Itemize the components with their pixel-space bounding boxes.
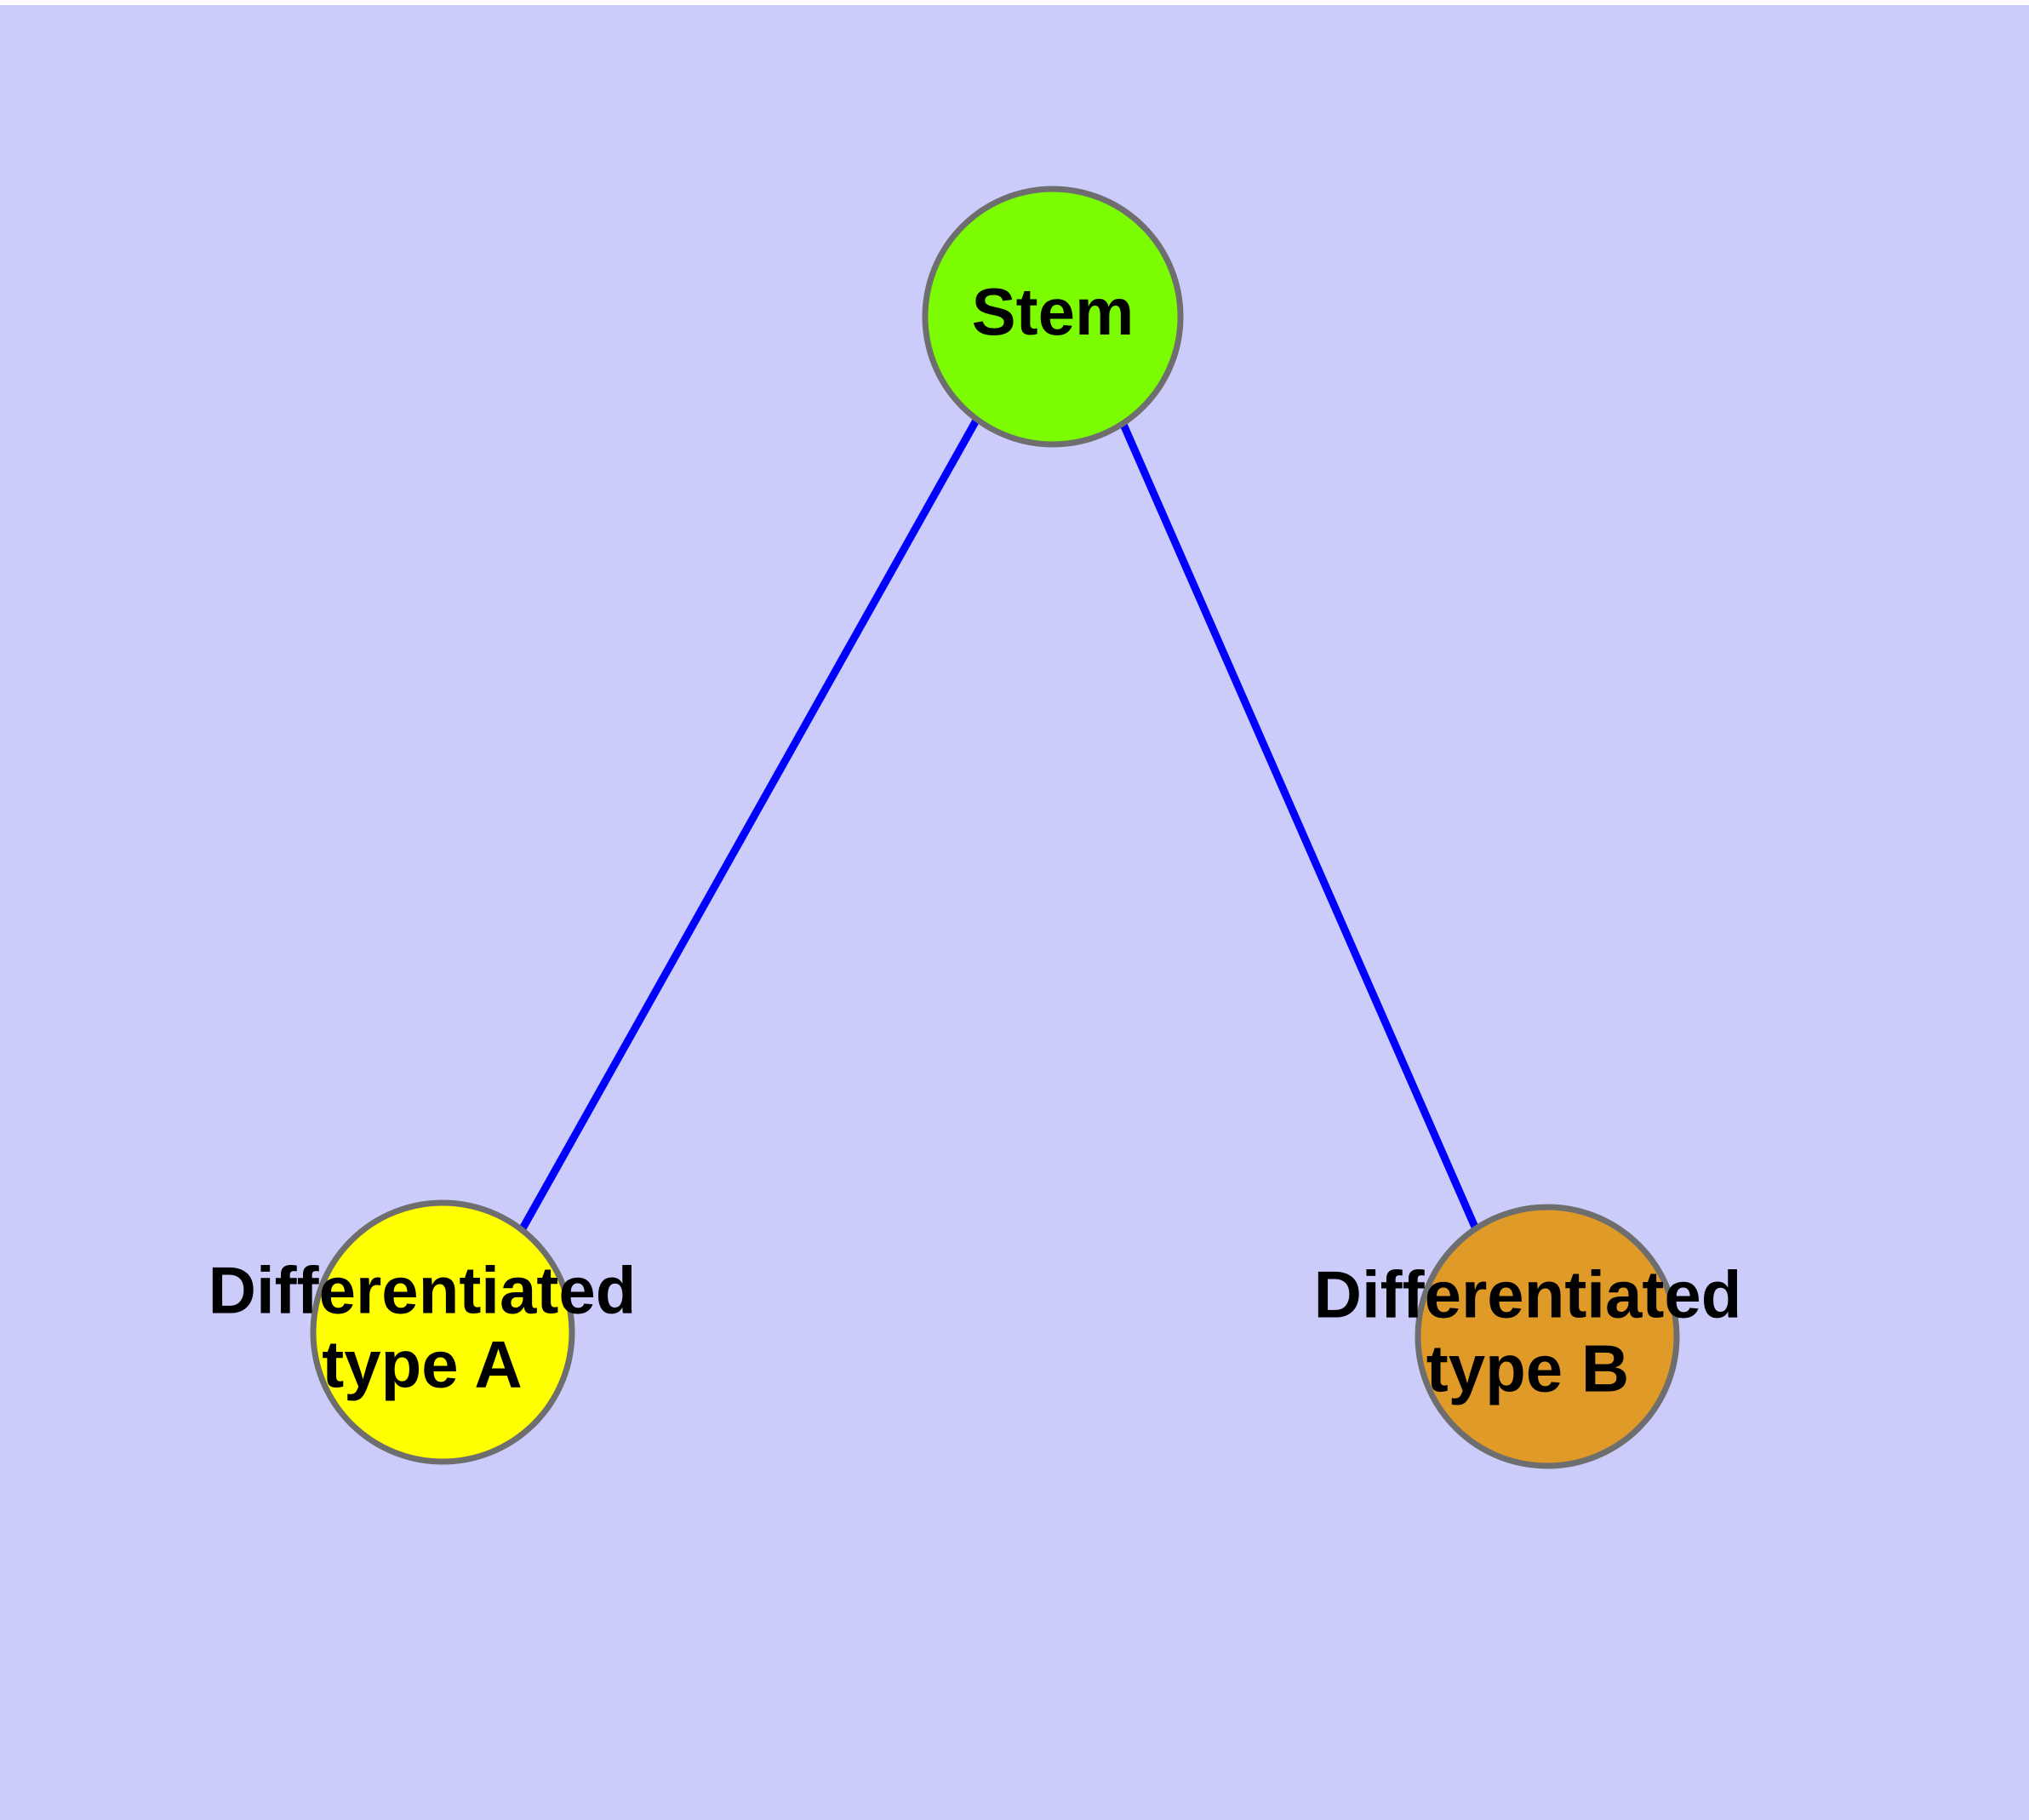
nodes-layer xyxy=(310,186,1680,1469)
label-line: Differentiated xyxy=(209,1252,637,1327)
edges-layer xyxy=(518,416,1481,1233)
graph-edge-stem-to-b xyxy=(1117,419,1481,1233)
label-line: Stem xyxy=(972,274,1135,349)
label-line: type B xyxy=(1426,1331,1629,1405)
graph-node-label-stem: Stem xyxy=(972,274,1135,349)
graph-node-diff-b[interactable] xyxy=(1415,1204,1680,1469)
label-line: Differentiated xyxy=(1314,1256,1742,1331)
graph-node-diff-a[interactable] xyxy=(310,1199,575,1465)
label-line: type A xyxy=(322,1326,523,1401)
graph-node-stem[interactable] xyxy=(922,186,1184,448)
graph-edge-stem-to-a xyxy=(518,416,980,1233)
